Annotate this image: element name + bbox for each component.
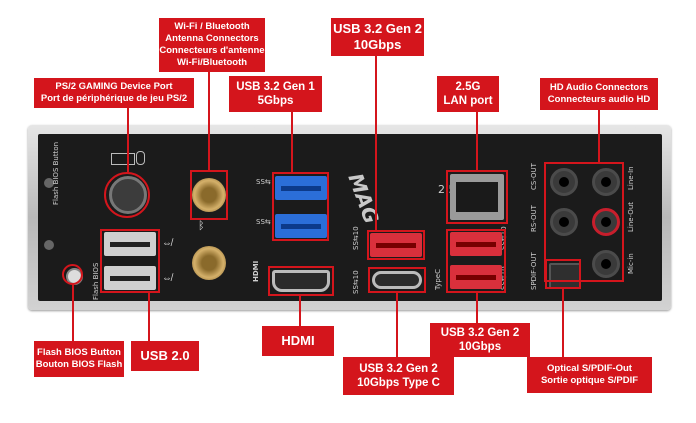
- callout-line: Bouton BIOS Flash: [35, 359, 123, 370]
- highlight-hdmi: [268, 266, 334, 296]
- screw-hole: [44, 240, 54, 250]
- audio-jack-line-out[interactable]: [592, 208, 620, 236]
- callout-line: USB 2.0: [140, 347, 190, 363]
- usb-icon: ⇎: [162, 238, 172, 249]
- callout-line: Connecteurs audio HD: [547, 94, 651, 105]
- highlight-usb20: [100, 229, 160, 293]
- cs-out-label: CS-OUT: [530, 163, 538, 190]
- callout-line: Antenna Connectors: [165, 33, 259, 45]
- callout-line: Wi-Fi/Bluetooth: [176, 56, 248, 68]
- leader-line: [476, 112, 478, 170]
- lan-port[interactable]: [450, 174, 504, 220]
- callout-line: USB 3.2 Gen 2: [333, 20, 422, 36]
- usb-typec-port[interactable]: [372, 271, 422, 289]
- usb-gen1-callout: USB 3.2 Gen 1 5Gbps: [229, 76, 322, 112]
- leader-line: [72, 285, 74, 341]
- leader-line: [562, 289, 564, 357]
- spdif-out-label: SPDIF-OUT: [530, 252, 538, 290]
- line-in-label: Line-In: [627, 166, 635, 190]
- usb-gen2-top-callout: USB 3.2 Gen 2 10Gbps: [331, 18, 424, 56]
- callout-line: HD Audio Connectors: [549, 82, 649, 94]
- flash-bios-label: Flash BIOS: [92, 262, 100, 300]
- screw-hole: [44, 178, 54, 188]
- highlight-usb-gen2-center: [367, 230, 425, 260]
- callout-line: 2.5G: [455, 80, 481, 93]
- highlight-hd-audio: [544, 162, 624, 282]
- flash-bios-callout: Flash BIOS Button Bouton BIOS Flash: [34, 341, 124, 377]
- highlight-spdif: [545, 259, 581, 289]
- usb-gen2-port-right-top[interactable]: [450, 232, 502, 256]
- highlight-antenna: [190, 170, 228, 220]
- ss10-logo: SS⇆10: [352, 226, 360, 250]
- callout-line: 10Gbps: [458, 341, 502, 353]
- usb-typec-callout: USB 3.2 Gen 2 10Gbps Type C: [343, 357, 454, 395]
- lan-callout: 2.5G LAN port: [437, 76, 499, 112]
- leader-line: [127, 108, 129, 172]
- callout-line: USB 3.2 Gen 2: [359, 362, 438, 375]
- usb-gen2-port-center[interactable]: [370, 233, 422, 257]
- callout-line: 10Gbps: [353, 37, 402, 52]
- mouse-icon: [136, 151, 145, 165]
- ss-logo: SS⇆: [256, 178, 271, 186]
- keyboard-icon: [111, 153, 135, 165]
- callout-line: Optical S/PDIF-Out: [547, 363, 632, 375]
- usb20-port-top[interactable]: [104, 232, 156, 256]
- callout-line: 10Gbps Type C: [357, 377, 440, 389]
- audio-jack-cs-out[interactable]: [550, 168, 578, 196]
- usb-gen1-port-bottom[interactable]: [275, 214, 327, 238]
- callout-line: Port de périphérique de jeu PS/2: [40, 93, 188, 104]
- usb-gen1-port-top[interactable]: [275, 176, 327, 200]
- callout-line: PS/2 GAMING Device Port: [55, 81, 173, 93]
- wifi-antenna-callout: Wi-Fi / Bluetooth Antenna Connectors Con…: [159, 18, 265, 72]
- highlight-usb-gen1: [272, 172, 329, 241]
- spdif-callout: Optical S/PDIF-Out Sortie optique S/PDIF: [527, 357, 652, 393]
- typec-label: TypeC: [434, 269, 442, 290]
- usb-icon: ⇎: [162, 273, 172, 284]
- highlight-lan: [446, 170, 508, 224]
- leader-line: [299, 296, 301, 326]
- callout-line: LAN port: [443, 95, 493, 107]
- hdmi-port[interactable]: [272, 270, 330, 292]
- ss-logo: SS⇆: [256, 218, 271, 226]
- leader-line: [396, 293, 398, 357]
- leader-line: [208, 72, 210, 170]
- line-out-label: Line-Out: [627, 202, 635, 232]
- antenna-connector-bottom[interactable]: [192, 246, 226, 280]
- usb20-port-bottom[interactable]: [104, 266, 156, 290]
- callout-line: HDMI: [281, 332, 315, 348]
- rs-out-label: RS-OUT: [530, 205, 538, 232]
- leader-line: [375, 56, 377, 230]
- ss10-logo: SS⇆10: [352, 270, 360, 294]
- highlight-flash-bios: [62, 264, 83, 285]
- leader-line: [476, 293, 478, 323]
- antenna-connector-top[interactable]: [192, 178, 226, 212]
- audio-jack-mic-in[interactable]: [592, 250, 620, 278]
- callout-line: Wi-Fi / Bluetooth: [174, 21, 250, 33]
- hdmi-logo: HDMI: [252, 260, 260, 282]
- usb-gen2-right-callout: USB 3.2 Gen 2 10Gbps: [430, 323, 530, 357]
- highlight-usb-gen2-right: [446, 229, 506, 293]
- ps2-callout: PS/2 GAMING Device Port Port de périphér…: [34, 78, 194, 108]
- hdmi-callout: HDMI: [262, 326, 334, 356]
- audio-jack-line-in[interactable]: [592, 168, 620, 196]
- audio-jack-rs-out[interactable]: [550, 208, 578, 236]
- callout-line: USB 3.2 Gen 2: [440, 326, 520, 339]
- callout-line: USB 3.2 Gen 1: [236, 80, 315, 93]
- callout-line: Connecteurs d'antenne: [159, 45, 265, 56]
- callout-line: Flash BIOS Button: [37, 347, 121, 359]
- hd-audio-callout: HD Audio Connectors Connecteurs audio HD: [540, 78, 658, 110]
- usb20-callout: USB 2.0: [131, 341, 199, 371]
- mic-in-label: Mic-in: [627, 253, 635, 274]
- highlight-ps2: [104, 172, 150, 218]
- flash-bios-button-label: Flash BIOS Button: [52, 141, 60, 205]
- callout-line: Sortie optique S/PDIF: [540, 375, 639, 386]
- bluetooth-icon: ᛒ: [198, 220, 205, 232]
- leader-line: [148, 293, 150, 341]
- leader-line: [598, 110, 600, 162]
- callout-line: 5Gbps: [257, 95, 294, 107]
- highlight-usb-typec: [368, 267, 426, 293]
- usb-gen2-port-right-bottom[interactable]: [450, 265, 502, 289]
- leader-line: [291, 112, 293, 172]
